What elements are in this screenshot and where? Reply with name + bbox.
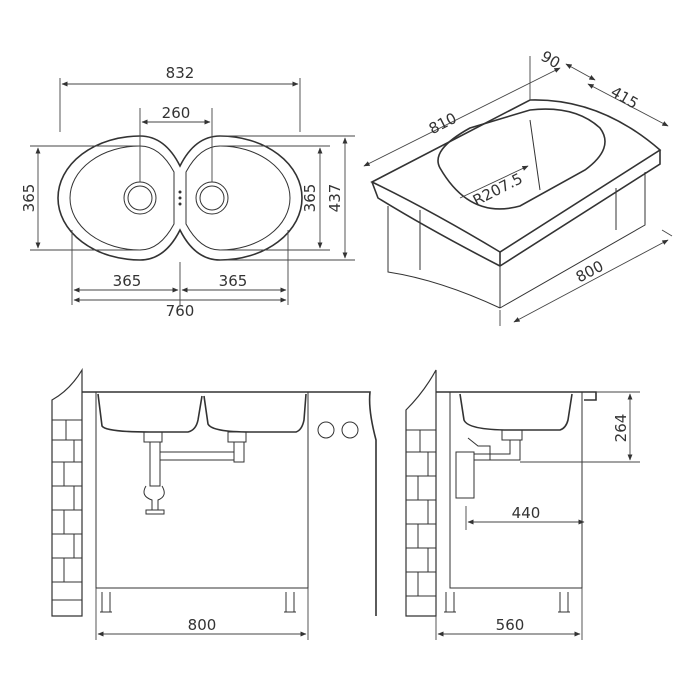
side-cabinet-feet (444, 592, 570, 613)
dim-bowl-height-right: 365 (301, 184, 319, 213)
dim-bowl-depth: 264 (612, 414, 630, 443)
front-cabinet-feet (100, 592, 296, 613)
worktop-edge (371, 150, 661, 267)
front-trap (143, 431, 247, 515)
dim-overall-depth: 437 (326, 184, 344, 213)
dim-front-cabinet-width: 800 (188, 616, 217, 634)
cabinet-left (387, 206, 501, 309)
socket-left-icon (317, 421, 335, 439)
front-worktop (82, 391, 377, 616)
dim-iso-depth: 415 (608, 83, 642, 113)
side-section: 264 440 560 (405, 369, 640, 640)
right-bowl (185, 145, 291, 251)
iso-bowl-inner (529, 119, 541, 191)
dim-height-left: 365 (20, 184, 38, 213)
side-bowl (459, 393, 573, 431)
side-cabinet (449, 391, 583, 589)
dim-right-bowl-width: 365 (219, 272, 248, 290)
side-wall-bricks (406, 429, 436, 597)
socket-right-icon (341, 421, 359, 439)
dim-corner-radius: R207.5 (470, 169, 526, 209)
left-drain (123, 181, 157, 215)
left-bowl (69, 145, 175, 251)
side-trap (455, 429, 523, 499)
dim-overall-width: 832 (166, 64, 195, 82)
right-drain (195, 181, 229, 215)
dim-bowl-center-spacing: 260 (162, 104, 191, 122)
right-drain-inner (199, 185, 225, 211)
top-view: 832 260 365 365 437 365 365 760 (20, 64, 355, 320)
dim-side-cabinet-depth: 560 (496, 616, 525, 634)
overflow-holes (178, 190, 182, 206)
side-wall (405, 369, 437, 617)
left-drain-inner (127, 185, 153, 211)
front-left-bowl (97, 393, 203, 433)
dim-iso-width: 810 (426, 109, 460, 138)
front-cabinet (95, 391, 309, 589)
front-wall-left (51, 367, 83, 617)
front-wall-bricks (52, 419, 82, 601)
cabinet-right (499, 172, 646, 309)
dim-left-bowl-width: 365 (113, 272, 142, 290)
front-right-bowl (203, 393, 307, 433)
cabinet-panel (419, 188, 617, 270)
front-section: 800 (51, 367, 377, 640)
iso-bowl (437, 108, 606, 210)
iso-view: 90 415 810 R207.5 800 (363, 47, 673, 326)
dim-total-bowl-width: 760 (166, 302, 195, 320)
dim-drain-offset: 440 (512, 504, 541, 522)
